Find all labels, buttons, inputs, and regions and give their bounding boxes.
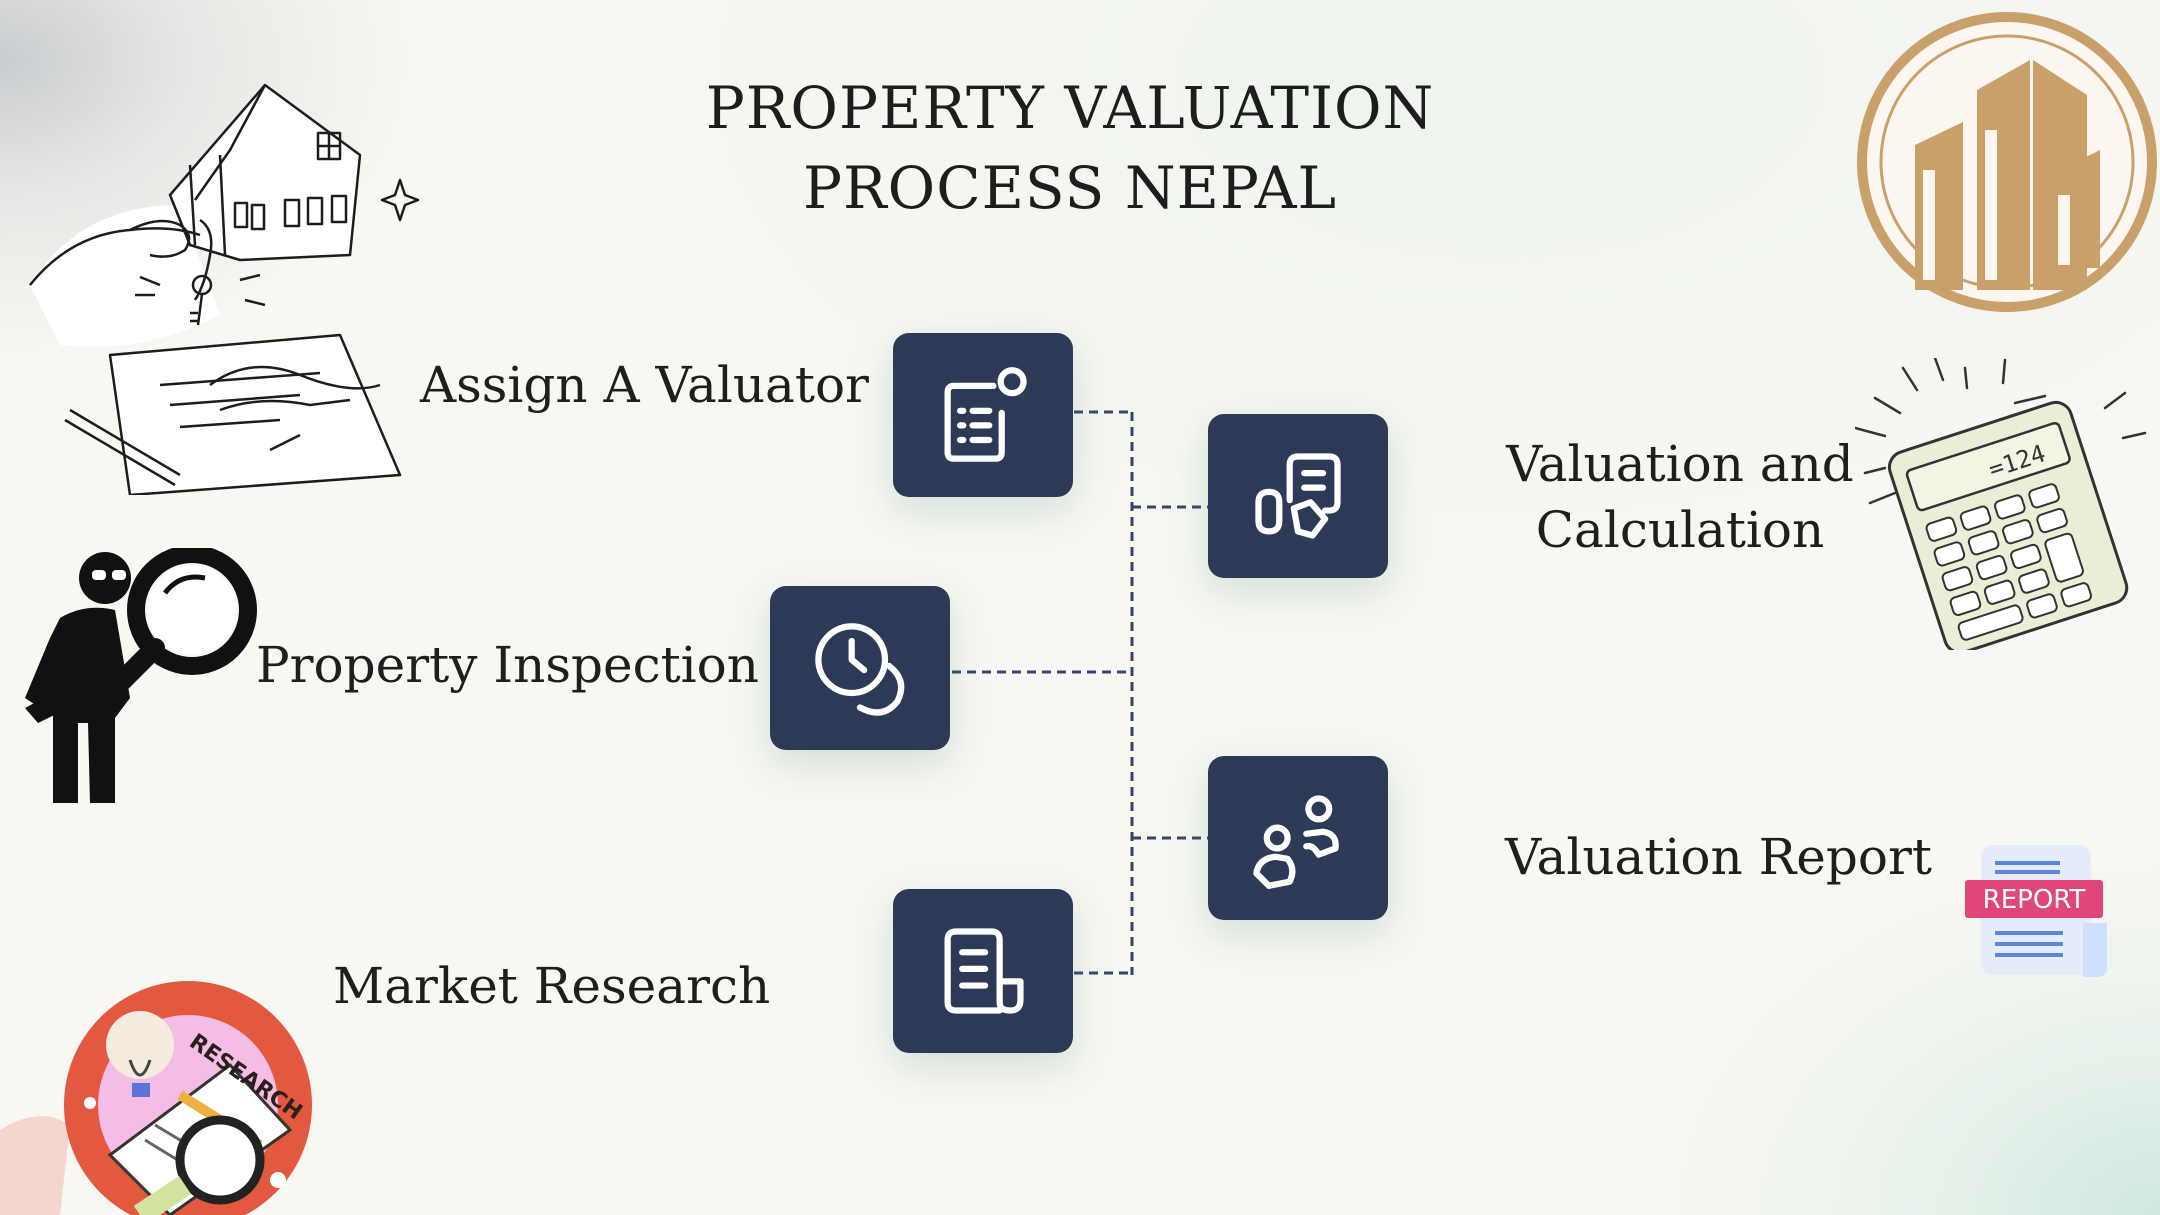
document-list-icon — [944, 367, 1027, 462]
step-box-valuation-calculation — [1208, 414, 1388, 578]
page-title: PROPERTY VALUATION PROCESS NEPAL — [600, 68, 1540, 228]
step-box-property-inspection — [770, 586, 950, 750]
title-line-2: PROCESS NEPAL — [802, 154, 1338, 222]
report-badge-text: REPORT — [1983, 885, 2086, 915]
report-document-icon: REPORT — [1965, 845, 2107, 977]
step-label-valuation-calculation-line-1: Valuation and — [1506, 435, 1854, 493]
title-line-1: PROPERTY VALUATION — [705, 74, 1435, 142]
step-label-property-inspection: Property Inspection — [256, 636, 759, 694]
step-label-valuation-calculation-line-2: Calculation — [1535, 501, 1825, 559]
step-label-market-research: Market Research — [333, 957, 771, 1015]
step-label-valuation-calculation: Valuation and Calculation — [1490, 431, 1870, 563]
clock-history-icon — [815, 623, 905, 716]
inspector-magnifier-illustration — [25, 548, 257, 803]
document-scroll-icon — [944, 928, 1024, 1014]
step-box-valuation-report — [1208, 756, 1388, 920]
house-handover-illustration — [29, 83, 420, 495]
document-tag-icon — [1255, 453, 1341, 539]
calculator-illustration: =124 — [1855, 358, 2147, 650]
step-box-assign-valuator — [893, 333, 1073, 497]
step-label-valuation-report: Valuation Report — [1505, 828, 1932, 886]
step-label-assign-valuator: Assign A Valuator — [420, 356, 869, 414]
building-logo-icon — [1857, 12, 2157, 312]
people-icon — [1253, 795, 1339, 889]
research-badge-illustration: RESEARCH — [0, 981, 312, 1215]
step-box-market-research — [893, 889, 1073, 1053]
